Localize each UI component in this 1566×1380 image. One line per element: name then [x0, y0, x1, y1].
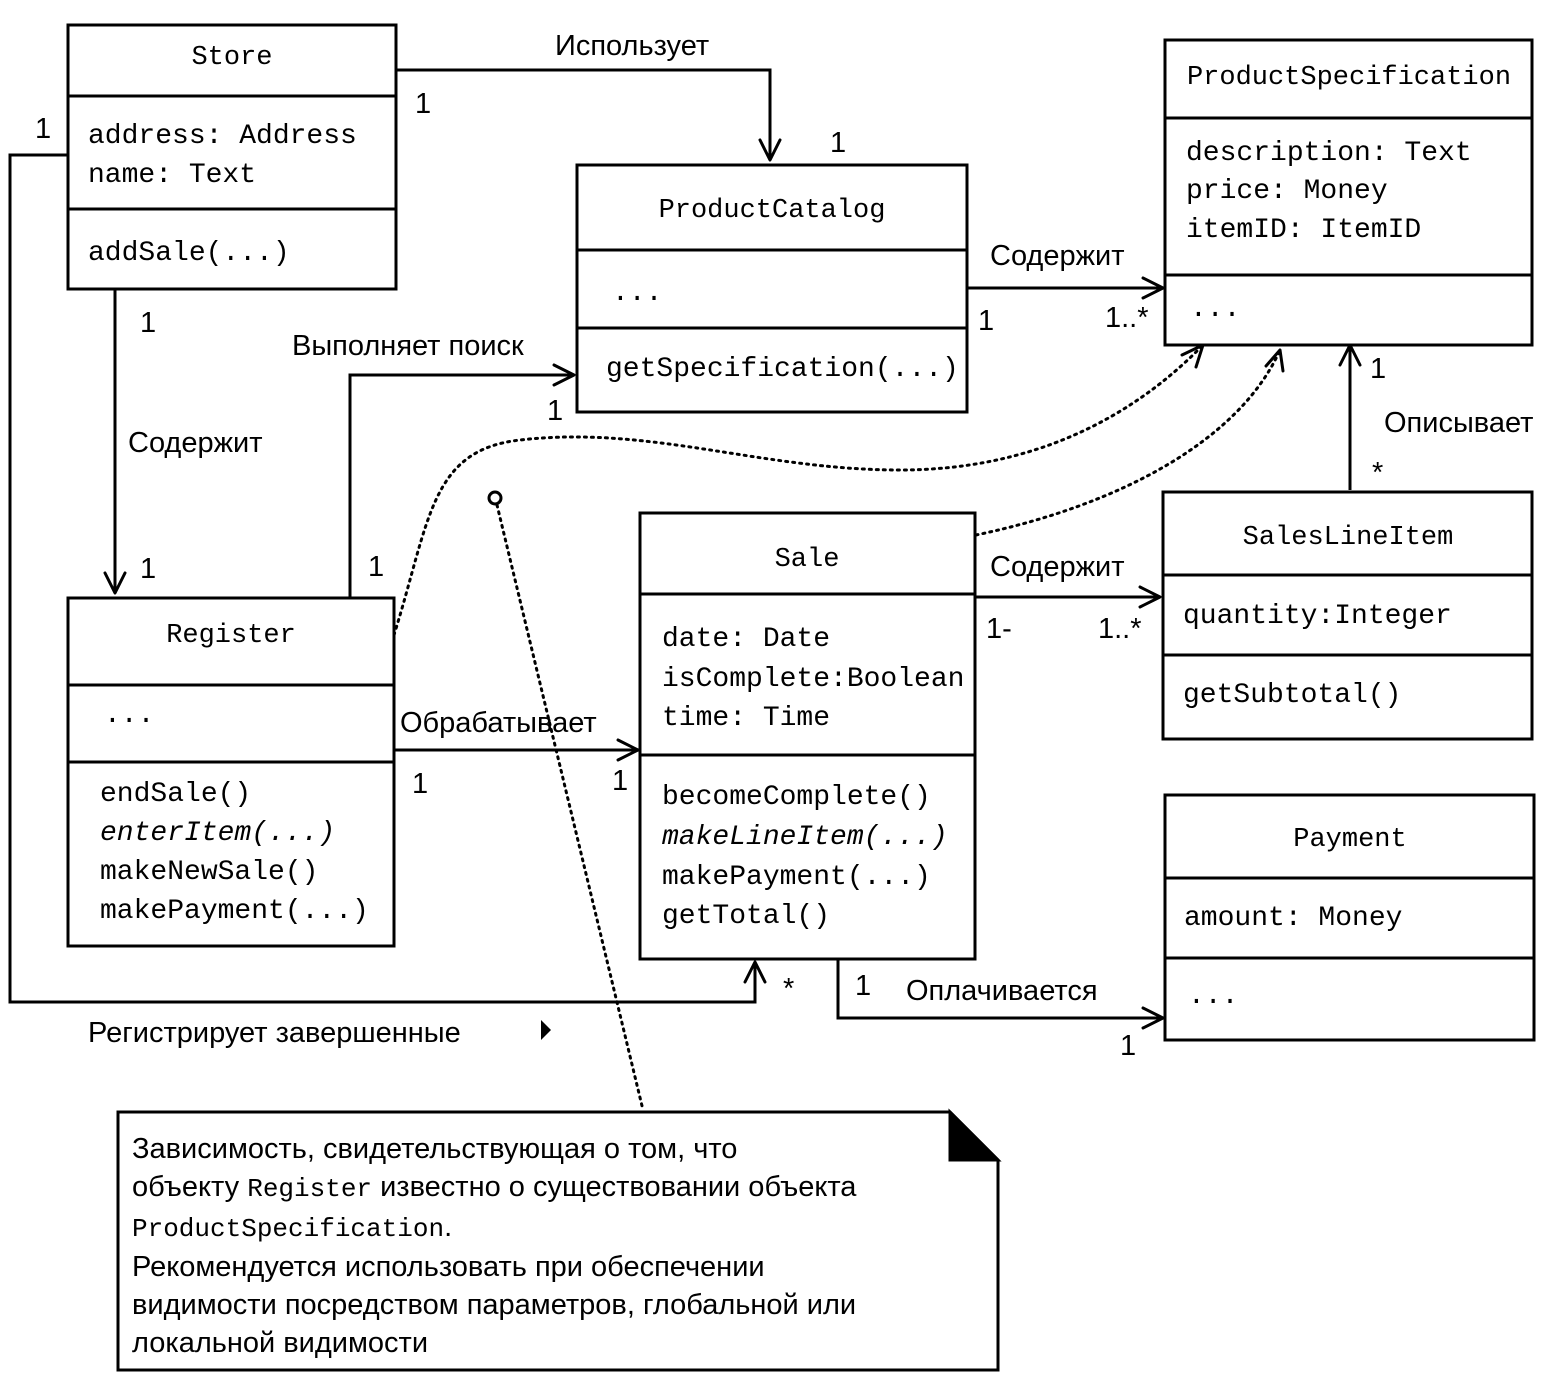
assoc-sale-contains-label: Содержит: [990, 551, 1125, 583]
assoc-uses-target-mult: 1: [830, 127, 846, 159]
assoc-catalog-contains-arrow: [1141, 276, 1165, 300]
assoc-handles-arrow: [616, 738, 640, 762]
note-anchor-line: [495, 503, 645, 1112]
assoc-sale-contains-source-mult: 1-: [986, 613, 1012, 645]
assoc-looks-up-line: [348, 373, 574, 598]
class-register[interactable]: Register ... endSale() enterItem(...) ma…: [66, 596, 396, 948]
assoc-catalog-contains-target-mult: 1..*: [1105, 302, 1149, 334]
dependency-sale-arrow: [1264, 348, 1285, 373]
operation: makeLineItem(...): [662, 822, 948, 853]
operation: enterItem(...): [100, 818, 335, 849]
assoc-store-contains-target-mult: 1: [140, 553, 156, 585]
operation: ...: [1190, 294, 1240, 325]
assoc-paid-by-arrow: [1141, 1006, 1165, 1030]
assoc-looks-up-label: Выполняет поиск: [292, 330, 524, 362]
note-box: [116, 1108, 1002, 1372]
operation: endSale(): [100, 779, 251, 810]
class-name: ProductSpecification: [1187, 63, 1511, 93]
note-text-part: объекту: [132, 1171, 248, 1203]
assoc-store-contains-source-mult: 1: [140, 307, 156, 339]
assoc-catalog-contains-label: Содержит: [990, 240, 1125, 272]
attribute: price: Money: [1186, 176, 1388, 207]
note-line: ProductSpecification.: [132, 1208, 982, 1248]
assoc-paid-by-source-mult: 1: [855, 970, 871, 1002]
note-line: Зависимость, свидетельствующая о том, чт…: [132, 1133, 738, 1165]
assoc-paid-by-label: Оплачивается: [906, 975, 1098, 1007]
class-sales-line-item[interactable]: SalesLineItem quantity:Integer getSubtot…: [1161, 490, 1534, 741]
assoc-paid-by-line: [836, 960, 1163, 1020]
assoc-uses-label: Использует: [555, 30, 709, 62]
class-name: ProductCatalog: [659, 196, 886, 226]
note-dog-ear-icon: [948, 1108, 1002, 1162]
operation: becomeComplete(): [662, 782, 931, 813]
attribute: itemID: ItemID: [1186, 215, 1421, 246]
assoc-handles-target-mult: 1: [612, 765, 628, 797]
operation: getSpecification(...): [606, 354, 959, 385]
assoc-logs-completed-line: [8, 153, 757, 1004]
assoc-store-contains-label: Содержит: [128, 427, 263, 459]
class-name: Store: [191, 43, 272, 73]
class-name: Register: [166, 621, 296, 651]
attribute: description: Text: [1186, 138, 1472, 169]
attribute: quantity:Integer: [1183, 601, 1452, 632]
assoc-logs-completed-target-mult: *: [783, 973, 794, 1005]
assoc-catalog-contains-source-mult: 1: [978, 305, 994, 337]
note-anchor-circle: [487, 490, 503, 506]
assoc-handles-label: Обрабатывает: [400, 707, 597, 739]
operation: makePayment(...): [100, 896, 369, 927]
note-line: Рекомендуется использовать при обеспечен…: [132, 1251, 765, 1283]
assoc-uses-arrow: [758, 138, 782, 162]
note-line: локальной видимости: [132, 1327, 429, 1359]
assoc-logs-completed-arrow: [743, 960, 767, 984]
class-payment[interactable]: Payment amount: Money ...: [1163, 793, 1536, 1042]
operation: addSale(...): [88, 238, 290, 269]
assoc-handles-source-mult: 1: [412, 768, 428, 800]
note-code-register: Register: [247, 1174, 373, 1204]
assoc-logs-completed-source-mult: 1: [35, 113, 51, 145]
attribute: isComplete:Boolean: [662, 664, 964, 695]
assoc-sale-contains-target-mult: 1..*: [1098, 613, 1142, 645]
attribute: ...: [612, 278, 662, 309]
class-store[interactable]: Store address: Address name: Text addSal…: [66, 23, 398, 291]
operation: ...: [1188, 981, 1238, 1012]
attribute: ...: [104, 700, 154, 731]
class-sale[interactable]: Sale date: Date isComplete:Boolean time:…: [638, 511, 977, 961]
assoc-looks-up-arrow: [552, 363, 576, 387]
assoc-looks-up-source-mult: 1: [368, 551, 384, 583]
class-name: SalesLineItem: [1243, 523, 1454, 553]
attribute: address: Address: [88, 121, 357, 152]
operation: makeNewSale(): [100, 857, 318, 888]
note-text-part: .: [444, 1211, 453, 1243]
attribute: name: Text: [88, 160, 256, 191]
assoc-uses-source-mult: 1: [415, 88, 431, 120]
class-name: Sale: [775, 545, 840, 575]
assoc-describes-source-mult: *: [1372, 457, 1383, 489]
reading-direction-icon: [541, 1020, 551, 1040]
note-line: видимости посредством параметров, глобал…: [132, 1289, 857, 1321]
dependency-sale-productspec: [974, 348, 1282, 537]
class-product-catalog[interactable]: ProductCatalog ... getSpecification(...): [575, 163, 969, 414]
operation: getTotal(): [662, 901, 830, 932]
assoc-looks-up-target-mult: 1: [547, 395, 563, 427]
assoc-sale-contains-arrow: [1138, 585, 1162, 609]
assoc-paid-by-target-mult: 1: [1120, 1030, 1136, 1062]
attribute: time: Time: [662, 703, 830, 734]
dependency-register-productspec: [392, 343, 1205, 637]
note-text: Зависимость, свидетельствующая о том, чт…: [132, 1130, 982, 1362]
assoc-uses-line: [397, 68, 772, 160]
assoc-describes-target-mult: 1: [1370, 353, 1386, 385]
assoc-describes-label: Описывает: [1384, 407, 1533, 439]
operation: getSubtotal(): [1183, 680, 1401, 711]
class-product-specification[interactable]: ProductSpecification description: Text p…: [1163, 38, 1534, 347]
class-name: Payment: [1293, 825, 1406, 855]
assoc-store-contains-arrow: [103, 571, 127, 595]
note-text-part: известно о существовании объекта: [372, 1171, 857, 1203]
assoc-logs-completed-label: Регистрирует завершенные: [88, 1017, 461, 1049]
note-code-productspec: ProductSpecification: [132, 1214, 445, 1244]
operation: makePayment(...): [662, 862, 931, 893]
attribute: date: Date: [662, 624, 830, 655]
attribute: amount: Money: [1184, 903, 1402, 934]
note-line: объекту Register известно о существовани…: [132, 1168, 982, 1208]
